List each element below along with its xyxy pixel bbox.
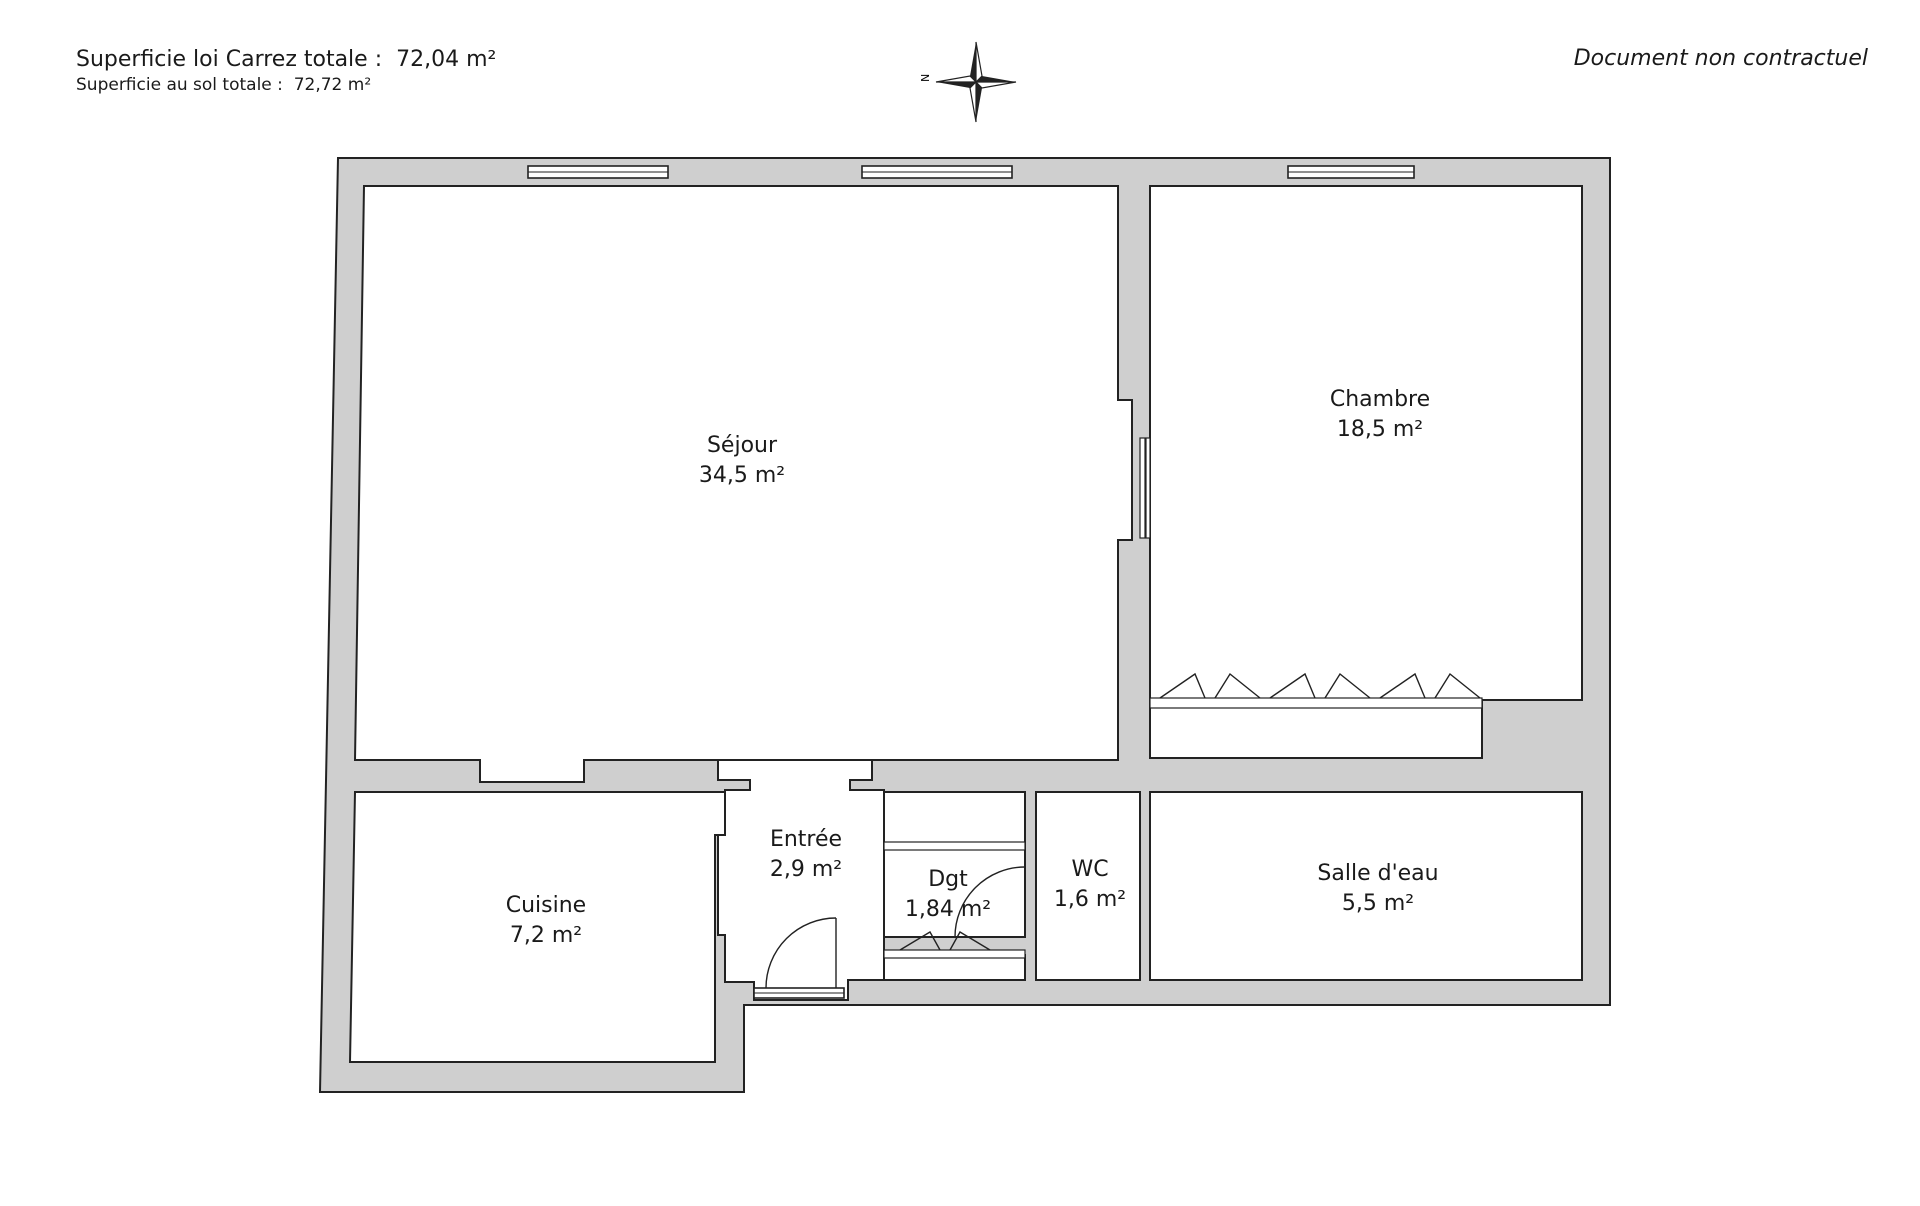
window-sejour-2 [861,165,1013,179]
dgt-floor [883,847,1026,938]
window-chambre [1287,165,1415,179]
sliding-door [1139,437,1151,539]
chambre-closet [1149,699,1483,759]
dressing-doors [883,841,1026,959]
floor-value: 72,72 m² [293,75,372,95]
dgt-name: Dgt [928,867,968,892]
salle-deau-area: 5,5 m² [1342,891,1414,916]
dgt-door [954,866,1026,938]
chambre-floor [1149,185,1583,701]
window-entree [753,987,845,999]
wc-floor [1035,791,1141,981]
disclaimer: Document non contractuel [1573,46,1868,71]
label-entree: Entrée 2,9 m² [770,827,842,882]
dressing-top [883,791,1026,849]
wc-name: WC [1071,857,1108,882]
closet-doors [1149,672,1483,709]
label-salle-deau: Salle d'eau 5,5 m² [1317,861,1438,916]
cuisine-floor [348,791,726,1063]
chambre-name: Chambre [1330,387,1430,412]
chambre-area: 18,5 m² [1337,417,1423,442]
sejour-area: 34,5 m² [699,463,785,488]
carrez-total: Superficie loi Carrez totale : 72,04 m² [76,46,496,74]
sejour-name: Séjour [707,433,778,458]
floor-total: Superficie au sol totale : 72,72 m² [76,74,496,96]
cuisine-area: 7,2 m² [510,923,582,948]
salle-deau-floor [1149,791,1583,981]
entree-name: Entrée [770,827,842,852]
dressing-bottom [883,954,1026,981]
entree-area: 2,9 m² [770,857,842,882]
salle-deau-name: Salle d'eau [1317,861,1438,886]
dgt-area: 1,84 m² [905,897,991,922]
wc-area: 1,6 m² [1054,887,1126,912]
label-sejour: Séjour 34,5 m² [699,433,785,488]
entrance-door [765,917,837,989]
cuisine-name: Cuisine [506,893,586,918]
north-label: N [919,74,932,82]
sejour-floor [353,185,1133,783]
label-chambre: Chambre 18,5 m² [1330,387,1430,442]
entree-floor [717,759,885,1001]
window-sejour-1 [527,165,669,179]
carrez-label: Superficie loi Carrez totale : [76,47,383,72]
label-dgt: Dgt 1,84 m² [905,867,991,922]
compass-rose-icon: N [919,41,1017,123]
label-cuisine: Cuisine 7,2 m² [506,893,586,948]
surface-summary: Superficie loi Carrez totale : 72,04 m² … [76,46,496,96]
label-wc: WC 1,6 m² [1054,857,1126,912]
carrez-value: 72,04 m² [396,47,497,72]
floor-label: Superficie au sol totale : [76,75,283,95]
